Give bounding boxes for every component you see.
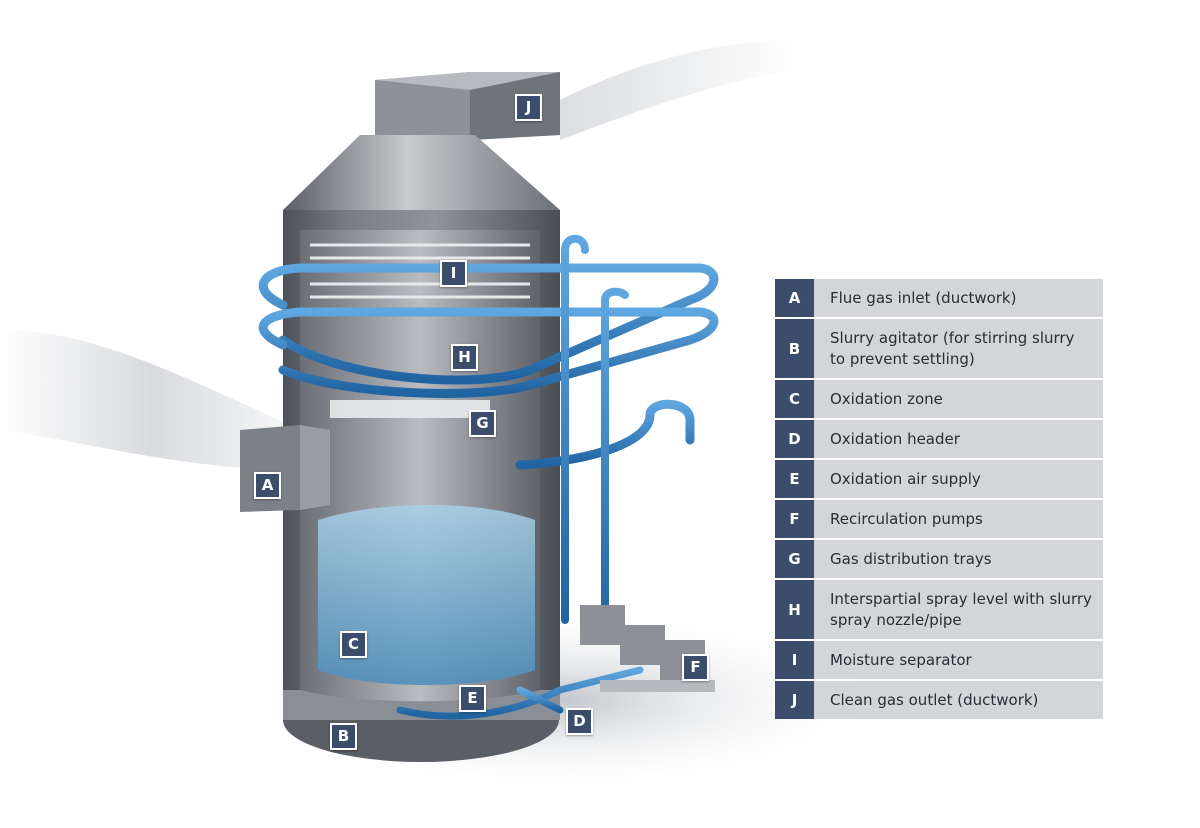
legend-key: J: [775, 681, 814, 719]
legend-key: E: [775, 460, 814, 498]
legend-label: Recirculation pumps: [830, 510, 983, 528]
pump-1: [580, 605, 625, 645]
legend-label: Oxidation air supply: [830, 470, 981, 488]
slurry-pool: [318, 505, 535, 685]
callout-j: J: [515, 94, 542, 121]
legend-row: C Oxidation zone: [775, 380, 1103, 418]
pump-2: [620, 625, 665, 665]
callout-d: D: [566, 708, 593, 735]
legend-key: B: [775, 319, 814, 378]
legend-label: Moisture separator: [830, 651, 972, 669]
vessel-cone: [283, 135, 560, 210]
callout-b: B: [330, 723, 357, 750]
legend-row: B Slurry agitator (for stirring slurry to…: [775, 319, 1103, 378]
legend-label: Oxidation header: [830, 430, 960, 448]
legend-key: A: [775, 279, 814, 317]
legend-key: D: [775, 420, 814, 458]
legend-row: I Moisture separator: [775, 641, 1103, 679]
legend-key: C: [775, 380, 814, 418]
spray-headers: [258, 263, 719, 470]
legend-label: Gas distribution trays: [830, 550, 992, 568]
pump-skid: [600, 680, 715, 692]
callout-i: I: [440, 260, 467, 287]
legend-row: E Oxidation air supply: [775, 460, 1103, 498]
legend-row: H Interspartial spray level with slurry s…: [775, 580, 1103, 639]
callout-e: E: [459, 685, 486, 712]
callout-h: H: [451, 344, 478, 371]
distribution-trays: [330, 400, 490, 418]
legend-label: Oxidation zone: [830, 390, 943, 408]
callout-a: A: [254, 472, 281, 499]
inlet-duct-face: [300, 425, 330, 510]
callout-g: G: [469, 410, 496, 437]
legend-key: I: [775, 641, 814, 679]
oxidation-header-pipes: [396, 666, 644, 720]
riser-pipes: [561, 234, 649, 659]
legend-row: G Gas distribution trays: [775, 540, 1103, 578]
outlet-smoke: [560, 40, 800, 140]
legend-row: A Flue gas inlet (ductwork): [775, 279, 1103, 317]
legend-label: Clean gas outlet (ductwork): [830, 691, 1039, 709]
legend-table: A Flue gas inlet (ductwork) B Slurry agita…: [775, 279, 1103, 721]
legend-label: Slurry agitator (for stirring slurry to …: [830, 329, 1075, 368]
legend-row: F Recirculation pumps: [775, 500, 1103, 538]
legend-key: F: [775, 500, 814, 538]
legend-label: Flue gas inlet (ductwork): [830, 289, 1017, 307]
legend-label: Interspartial spray level with slurry sp…: [830, 590, 1092, 629]
inlet-smoke: [0, 330, 300, 470]
legend-row: J Clean gas outlet (ductwork): [775, 681, 1103, 719]
legend-row: D Oxidation header: [775, 420, 1103, 458]
callout-f: F: [682, 654, 709, 681]
legend-key: G: [775, 540, 814, 578]
callout-c: C: [340, 631, 367, 658]
outlet-duct-top: [375, 72, 560, 90]
legend-key: H: [775, 580, 814, 639]
